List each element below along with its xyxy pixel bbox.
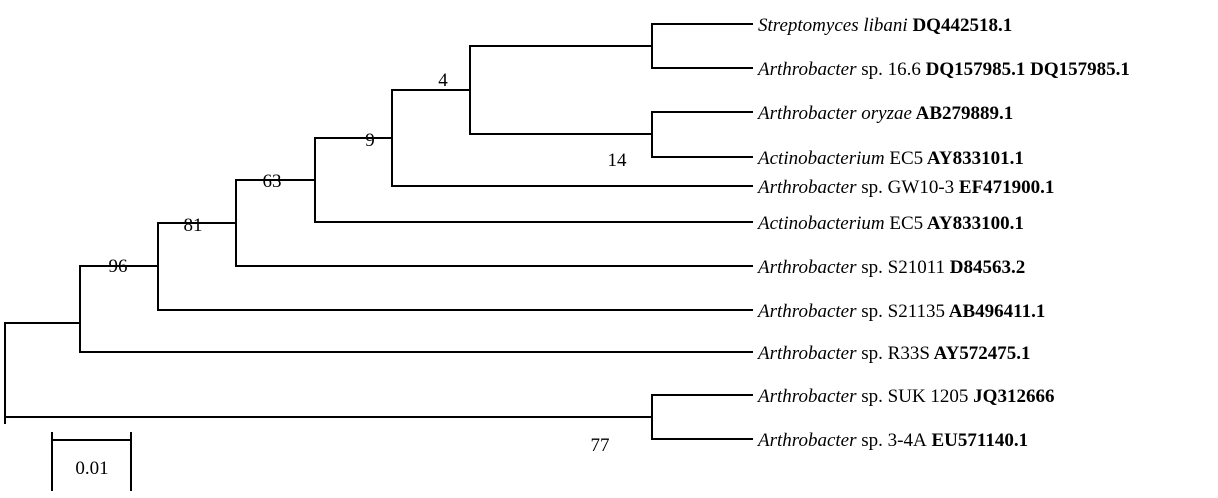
bootstrap-value-n81: 81	[184, 215, 203, 236]
bootstrap-value-n9: 9	[365, 130, 375, 151]
bootstrap-value-n14: 14	[608, 150, 628, 171]
bootstrap-labels: 4 14 9 63 81 96 77	[109, 70, 628, 456]
tree-branches	[4, 23, 753, 440]
accession-number: EU571140.1	[927, 430, 1028, 451]
taxon-name: Arthrobacter	[756, 257, 857, 278]
taxon-label: Actinobacterium EC5 AY833100.1	[756, 213, 1024, 234]
taxon-label: Arthrobacter sp. R33S AY572475.1	[756, 343, 1031, 364]
taxon-name: Arthrobacter	[756, 177, 857, 198]
taxon-strain: sp. SUK 1205	[857, 386, 969, 407]
taxon-strain: EC5	[885, 213, 924, 234]
taxon-name: Arthrobacter	[756, 430, 857, 451]
accession-number: DQ157985.1 DQ157985.1	[921, 59, 1130, 80]
taxon-name: Arthrobacter oryzae	[756, 103, 912, 124]
bootstrap-value-n77: 77	[591, 435, 610, 456]
taxon-label: Arthrobacter sp. S21011 D84563.2	[756, 257, 1025, 278]
taxon-labels: Streptomyces libani DQ442518.1Arthrobact…	[756, 15, 1130, 451]
taxon-name: Arthrobacter	[756, 386, 857, 407]
taxon-strain: sp. R33S	[857, 343, 930, 364]
taxon-label: Arthrobacter sp. SUK 1205 JQ312666	[756, 386, 1054, 407]
taxon-label: Arthrobacter sp. GW10-3 EF471900.1	[756, 177, 1054, 198]
taxon-strain: sp. GW10-3	[857, 177, 955, 198]
accession-number: AY833100.1	[923, 213, 1024, 234]
accession-number: AY833101.1	[923, 148, 1024, 169]
taxon-strain: sp. 3-4A	[857, 430, 927, 451]
accession-number: AB279889.1	[912, 103, 1013, 124]
accession-number: JQ312666	[968, 386, 1054, 407]
accession-number: AY572475.1	[930, 343, 1031, 364]
taxon-strain: sp. 16.6	[857, 59, 921, 80]
taxon-name: Actinobacterium	[756, 148, 885, 169]
scale-bar: 0.01	[51, 432, 132, 491]
taxon-name: Arthrobacter	[756, 59, 857, 80]
bootstrap-value-n4: 4	[438, 70, 448, 91]
taxon-strain: EC5	[885, 148, 924, 169]
taxon-label: Arthrobacter sp. S21135 AB496411.1	[756, 301, 1045, 322]
accession-number: DQ442518.1	[908, 15, 1013, 36]
taxon-label: Streptomyces libani DQ442518.1	[758, 15, 1012, 36]
taxon-label: Actinobacterium EC5 AY833101.1	[756, 148, 1024, 169]
taxon-label: Arthrobacter sp. 16.6 DQ157985.1 DQ15798…	[756, 59, 1130, 80]
accession-number: EF471900.1	[954, 177, 1054, 198]
bootstrap-value-n96: 96	[109, 256, 128, 277]
taxon-strain: sp. S21135	[857, 301, 946, 322]
taxon-name: Arthrobacter	[756, 343, 857, 364]
taxon-name: Streptomyces libani	[758, 15, 908, 36]
taxon-strain: sp. S21011	[857, 257, 946, 278]
taxon-name: Arthrobacter	[756, 301, 857, 322]
bootstrap-value-n63: 63	[263, 171, 282, 192]
taxon-label: Arthrobacter oryzae AB279889.1	[756, 103, 1013, 124]
accession-number: D84563.2	[945, 257, 1025, 278]
taxon-label: Arthrobacter sp. 3-4A EU571140.1	[756, 430, 1028, 451]
scale-bar-label: 0.01	[75, 458, 108, 479]
accession-number: AB496411.1	[945, 301, 1045, 322]
taxon-name: Actinobacterium	[756, 213, 885, 234]
